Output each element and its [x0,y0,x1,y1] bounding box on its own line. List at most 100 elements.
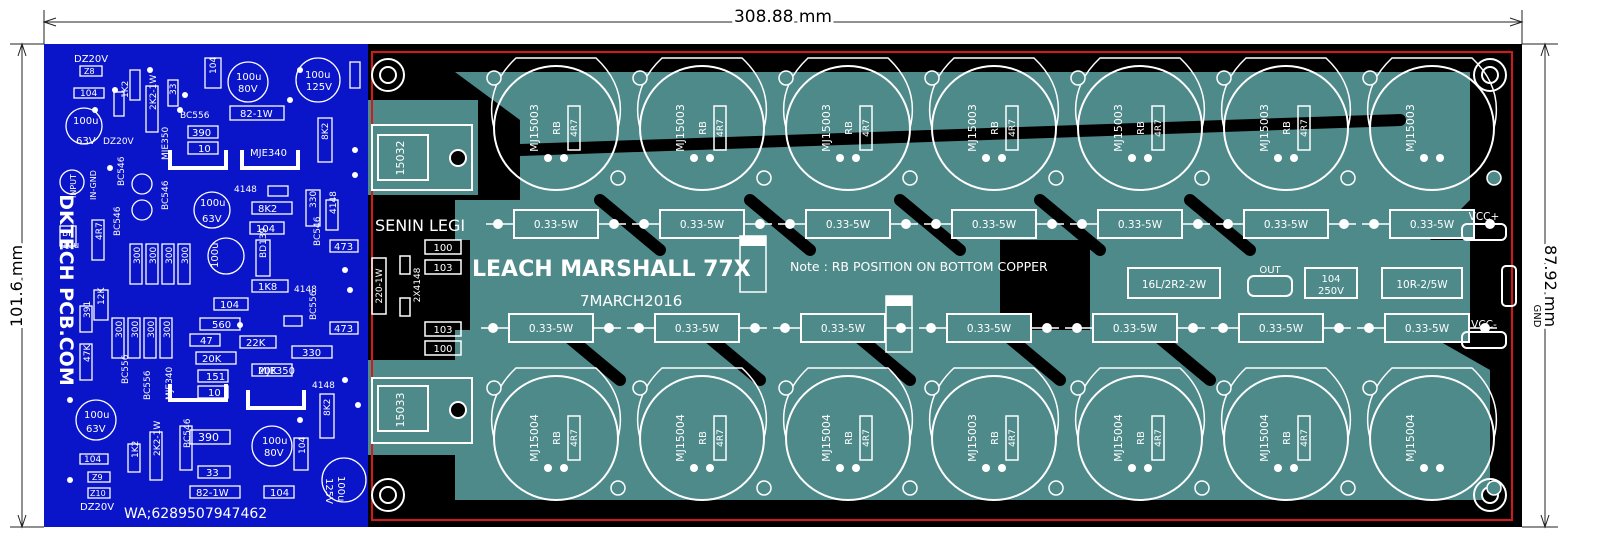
component-outline [291,345,333,359]
pad [297,67,303,73]
component-outline [305,189,321,227]
component-outline [197,369,229,383]
transistor-label: MJ15003 [1258,104,1271,152]
component-outline [79,65,103,77]
power-transistor: MJ15004 [1362,367,1502,501]
component-label: 1K2 [131,441,141,458]
width-dimension-label: 308.88 mm [734,7,832,27]
component-label: 300 [133,247,143,264]
component-label: 80V [264,448,284,459]
capacitor-outline [227,61,269,103]
component-label: MJE340 [165,366,175,400]
component-outline [189,485,241,499]
coil-label: 16L/2R2-2W [1142,279,1207,291]
emitter-resistor: 0.33-5W [778,209,918,239]
component-label: MJE350 [258,366,295,377]
pad [112,87,118,93]
component-label: 63V [76,136,96,147]
r4r7-label: 4R7 [1154,119,1164,137]
emitter-resistor-label: 0.33-5W [529,323,574,335]
component-label: 4148 [294,285,317,295]
component-outline [251,279,289,293]
pad [347,287,353,293]
component-outline [249,221,285,235]
component-label: IN-GND [89,170,98,200]
component-label: 104 [256,224,275,235]
component-outline [329,321,359,335]
mounting-holes [371,58,1507,512]
transistor-label: MJ15003 [674,104,687,152]
emitter-resistor-label: 0.33-5W [1405,323,1450,335]
component-label: 100u [73,116,98,127]
component-outline [239,335,277,349]
gnd-label: GND [1531,305,1542,328]
component-outline [204,57,222,89]
emitter-resistor: 0.33-5W [1070,209,1210,239]
component-outline [87,487,111,499]
component-outline [145,243,159,285]
component-label: 300 [115,321,125,338]
emitter-resistor: 0.33-5W [1357,313,1497,343]
component-outline [189,333,221,347]
rb-label: RB [552,431,563,445]
capacitor-outline [207,237,245,275]
component-label: 100u [262,436,287,447]
r4r7-label: 4R7 [1008,429,1018,447]
emitter-resistor-label: 0.33-5W [826,219,871,231]
component-label: 300 [165,247,175,264]
component-label: 8K2 [323,399,333,416]
emitter-resistor: 0.33-5W [627,313,767,343]
transistor-label: MJ15004 [1404,414,1417,462]
component-label: 473 [334,324,353,335]
component-label: 330 [302,348,321,359]
height-right-dimension-label: 87.92 mm [1541,245,1560,327]
component-label: BD139 [259,227,269,258]
component-label: 104 [220,300,239,311]
pad [287,97,293,103]
component-label: BC546 [117,156,127,186]
component-outline [79,453,109,465]
emitter-resistor: 0.33-5W [1211,313,1351,343]
component-outline [293,437,309,471]
component-label: 300 [149,247,159,264]
capacitor-outline [131,173,153,195]
component-label: BC546 [313,216,323,246]
component-label: 1K8 [258,282,277,293]
r4r7-label: 4R7 [1300,429,1310,447]
transistor-label: MJ15003 [1112,104,1125,152]
component-outline [329,239,359,253]
component-label: 22K [246,338,266,349]
component-label: 20K [202,354,222,365]
component-label: 100u [200,198,225,209]
component-label: 47 [200,336,213,347]
component-label: MJE350 [161,126,171,160]
component-outline [189,429,231,445]
emitter-resistor-label: 0.33-5W [1113,323,1158,335]
rb-label: RB [990,121,1001,135]
component-label: 104 [298,437,308,454]
component-label: 100u [305,70,330,81]
pad [342,377,348,383]
component-label: 33 [169,84,179,95]
transistor-label: MJ15004 [674,414,687,462]
emitter-resistor-label: 0.33-5W [1264,219,1309,231]
component-outline [251,363,293,377]
r4r7-label: 4R7 [570,119,580,137]
diode-band-bottom [886,296,912,306]
component-label: Z10 [90,489,106,498]
board-note: Note : RB POSITION ON BOTTOM COPPER [790,259,1048,274]
r4r7-label: 4R7 [1154,429,1164,447]
component-label: 63V [202,214,222,225]
component-label: 473 [334,242,353,253]
component-label: 8K2 [321,123,331,140]
transistor-label: MJ15003 [820,104,833,152]
copper-pour-top [455,72,1470,240]
component-outline [187,125,219,139]
emitter-resistor: 0.33-5W [486,209,626,239]
